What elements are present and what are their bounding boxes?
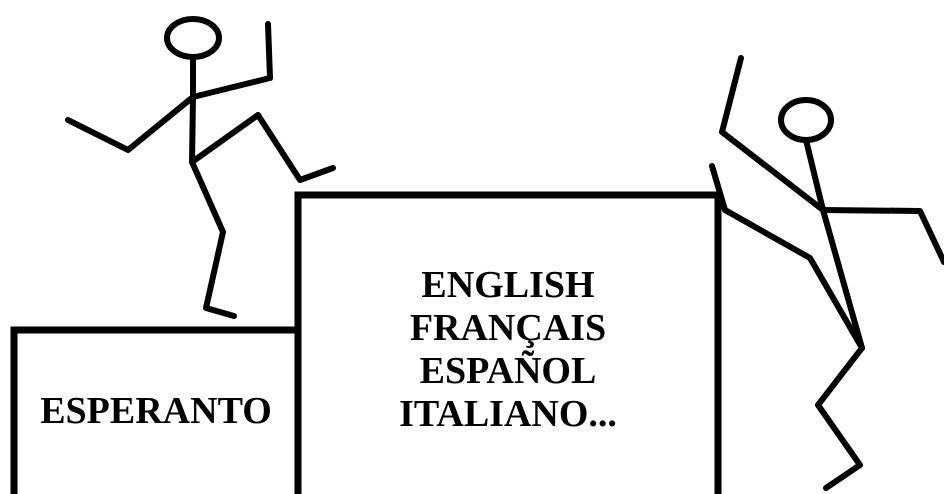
esperanto-label: ESPERANTO — [40, 390, 272, 432]
national-languages-step-box — [294, 191, 722, 494]
left-stick-figure — [65, 16, 336, 319]
language-english: ENGLISH — [421, 264, 594, 306]
right-figure-hanging-leg — [815, 345, 865, 491]
left-figure-left-arm — [65, 94, 196, 153]
right-figure-neck — [803, 137, 826, 213]
right-figure-head — [778, 97, 834, 143]
esperanto-step-box — [10, 326, 302, 494]
right-figure-raised-arm — [719, 55, 826, 213]
language-espanol: ESPAÑOL — [420, 350, 597, 392]
right-stick-figure — [709, 55, 944, 491]
left-figure-head — [164, 16, 222, 60]
national-languages-step: ENGLISH FRANÇAIS ESPAÑOL ITALIANO... — [294, 191, 722, 494]
left-figure-back-leg — [189, 159, 237, 319]
language-italiano: ITALIANO... — [399, 393, 617, 435]
esperanto-step: ESPERANTO — [10, 326, 302, 494]
left-figure-body — [189, 94, 196, 165]
right-figure-body — [820, 207, 865, 351]
left-figure-right-arm — [190, 21, 273, 100]
language-francais: FRANÇAIS — [410, 307, 606, 349]
right-figure-bent-leg — [709, 163, 865, 351]
right-figure-reaching-arm — [820, 207, 944, 265]
left-figure-front-leg — [189, 112, 336, 183]
